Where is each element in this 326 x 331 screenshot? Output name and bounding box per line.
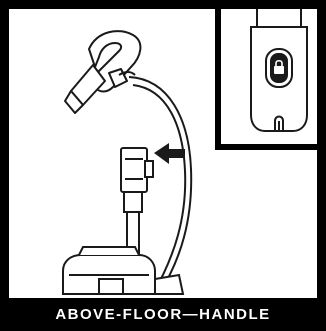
vacuum-handle-icon [65, 31, 140, 113]
caption-bar: ABOVE-FLOOR—HANDLE [0, 298, 326, 331]
insert-arrow-icon [154, 143, 185, 164]
button-detail-inset [215, 9, 317, 150]
illustration-panel [9, 9, 317, 298]
release-button-detail [221, 9, 317, 144]
caption-text: ABOVE-FLOOR—HANDLE [55, 306, 270, 323]
